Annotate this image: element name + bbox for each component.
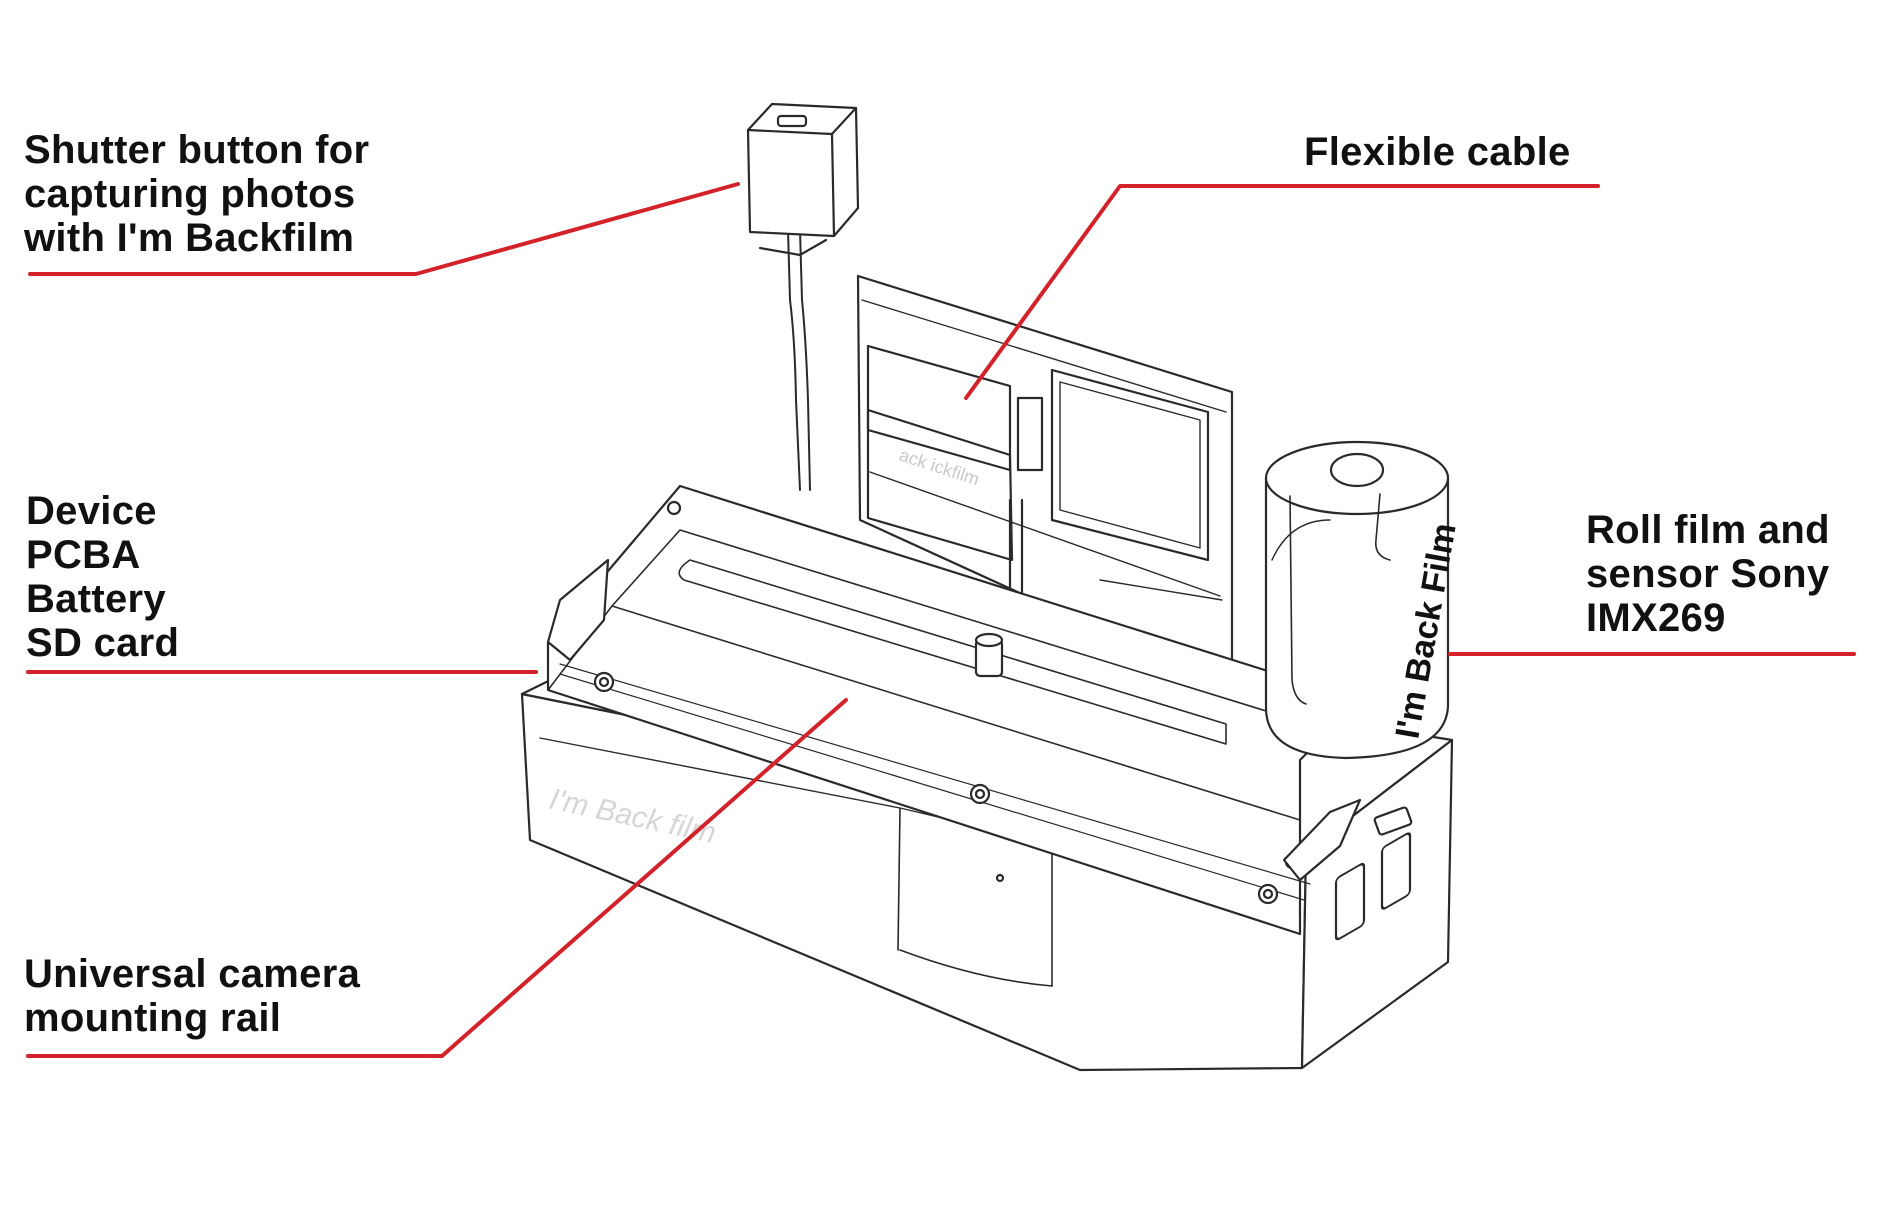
callout-line: Shutter button for: [24, 128, 370, 172]
callout-line: Device: [26, 489, 157, 533]
callout-line: mounting rail: [24, 996, 282, 1040]
callout-line: capturing photos: [24, 172, 356, 216]
callout-line: Roll film and: [1586, 508, 1830, 552]
callout-line: sensor Sony: [1586, 552, 1830, 596]
leader-line-shutter: [28, 182, 740, 276]
callout-line: Battery: [26, 577, 166, 621]
callout-line: SD card: [26, 621, 180, 665]
callout-line: Universal camera: [24, 952, 361, 996]
callout-line: IMX269: [1586, 596, 1726, 640]
roll-film-canister: [1264, 440, 1450, 760]
callout-line: with I'm Backfilm: [24, 216, 355, 260]
shutter-button-drawing: [746, 102, 860, 257]
callout-line: Flexible cable: [1304, 130, 1571, 174]
callout-roll-film-sensor: Roll film and sensor Sony IMX269: [1586, 508, 1830, 640]
callout-line: PCBA: [26, 533, 141, 577]
callout-mounting-rail: Universal camera mounting rail: [24, 952, 360, 1040]
mounting-rail-deck: [546, 484, 1413, 936]
callout-flexible-cable: Flexible cable: [1304, 130, 1571, 174]
leader-line-cable: [964, 184, 1600, 400]
leader-line-rail: [26, 698, 848, 1058]
callout-shutter-button: Shutter button for capturing photos with…: [24, 128, 369, 260]
shutter-cable: [787, 229, 811, 491]
callout-device-components: Device PCBA Battery SD card: [26, 489, 179, 665]
